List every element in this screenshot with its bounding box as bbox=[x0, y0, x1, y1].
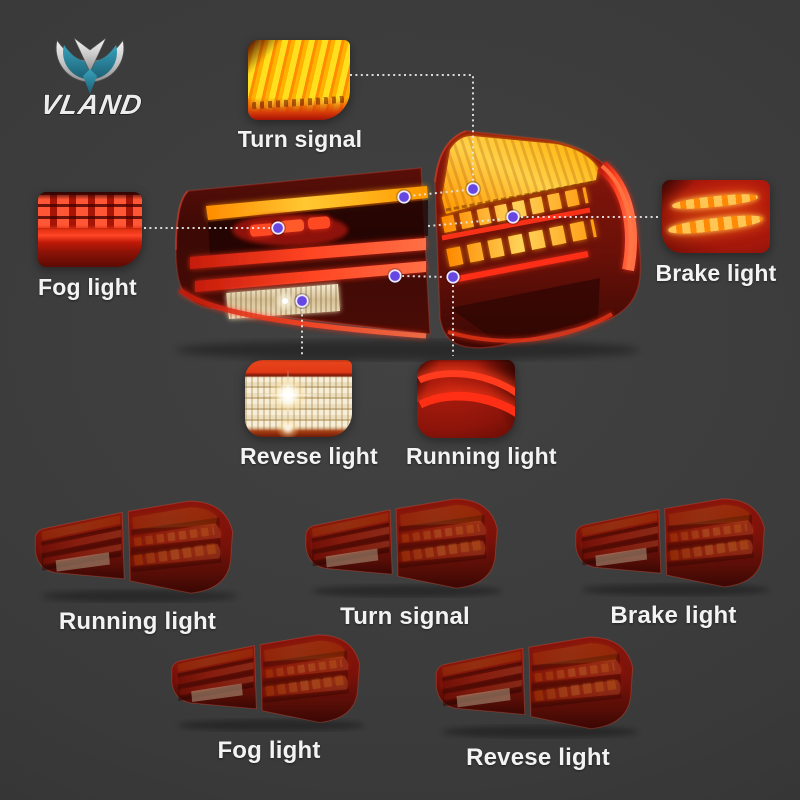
reverse-light-closeup-photo bbox=[245, 360, 352, 437]
turn-signal-closeup-photo bbox=[248, 40, 350, 120]
callout-label-brake-light: Brake light bbox=[655, 260, 777, 286]
vland-logo-icon: VLAND bbox=[38, 37, 146, 120]
tail-light-pair-fog-photo bbox=[162, 631, 376, 732]
mode-label: Fog light bbox=[217, 737, 321, 765]
mode-label: Brake light bbox=[610, 601, 737, 629]
callout-label-turn-signal: Turn signal bbox=[237, 126, 363, 152]
mode-reverse-light: Revese light bbox=[426, 633, 650, 772]
hero-left-lamp bbox=[175, 167, 431, 339]
fog-light-closeup-photo bbox=[38, 192, 142, 267]
running-light-closeup-photo bbox=[417, 360, 515, 438]
callout-label-running-light: Running light bbox=[406, 443, 557, 469]
callout-label-fog-light: Fog light bbox=[38, 274, 137, 300]
tail-light-pair-turn-photo bbox=[296, 495, 514, 598]
mode-fog-light: Fog light bbox=[162, 631, 376, 765]
brand-name: VLAND bbox=[38, 88, 145, 120]
logo-emblem bbox=[55, 37, 125, 94]
hero-right-lamp bbox=[434, 130, 642, 349]
tail-light-pair-brake-photo bbox=[566, 495, 781, 597]
mode-running-light: Running light bbox=[25, 497, 250, 636]
mode-turn-signal: Turn signal bbox=[296, 495, 514, 631]
tail-light-pair-running-photo bbox=[25, 497, 250, 603]
brake-light-closeup-photo bbox=[662, 180, 770, 253]
tail-light-pair-reverse-photo bbox=[426, 633, 650, 739]
mode-label: Running light bbox=[58, 608, 217, 636]
callout-label-reverse-light: Revese light bbox=[240, 443, 378, 469]
mode-label: Revese light bbox=[466, 743, 610, 771]
mode-brake-light: Brake light bbox=[566, 495, 781, 630]
mode-label: Turn signal bbox=[340, 603, 470, 631]
tail-light-hero-photo bbox=[175, 130, 642, 360]
